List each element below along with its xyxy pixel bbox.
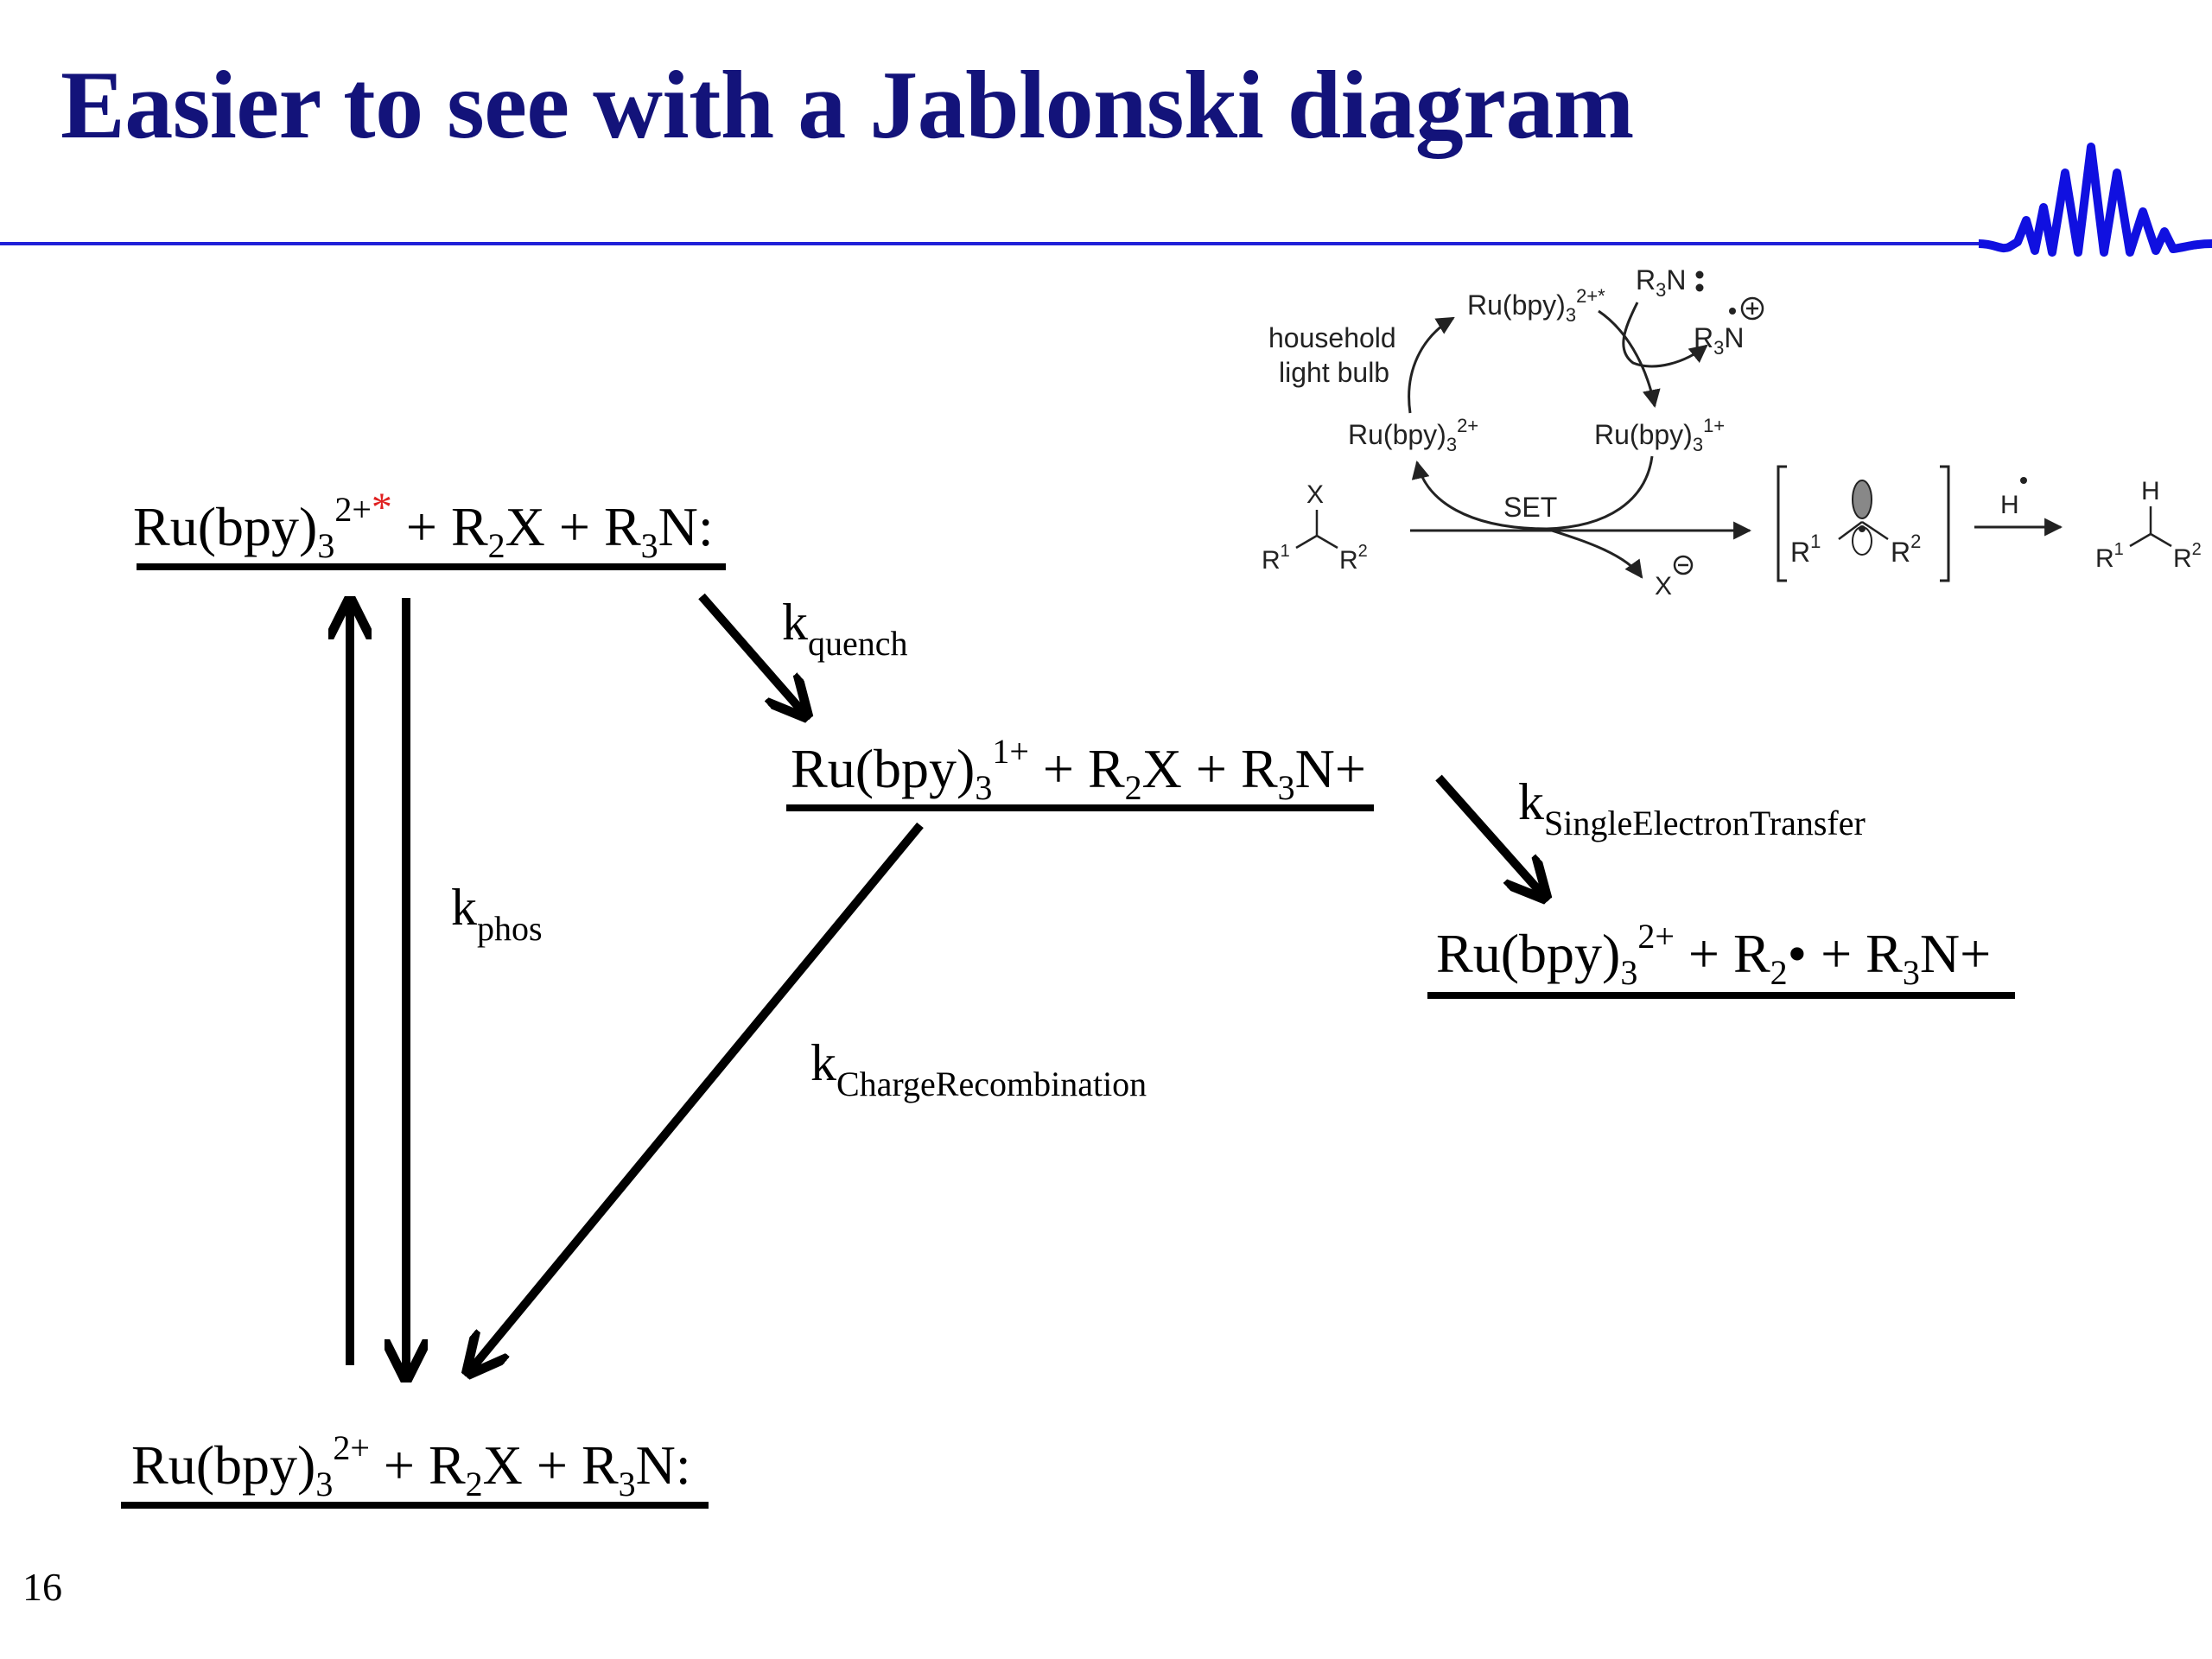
- k-set-label: kSingleElectronTransfer: [1518, 773, 1866, 842]
- inset-household: household: [1268, 322, 1396, 353]
- excited-star: *: [371, 485, 392, 531]
- set-arc-right: [1546, 455, 1654, 531]
- p-orbital-icon: [1852, 480, 1872, 519]
- inset-light-bulb: light bulb: [1279, 357, 1389, 388]
- inset-ru-ground: Ru(bpy)32+: [1348, 415, 1478, 455]
- inset-x: X: [1306, 480, 1324, 509]
- set-arc-left: [1411, 460, 1548, 531]
- inset-ru-excited: Ru(bpy)32+*: [1467, 285, 1605, 326]
- k-charge-recombination-label: kChargeRecombination: [810, 1034, 1147, 1103]
- ground-state-label: Ru(bpy)32+ + R2X + R3N:: [131, 1428, 691, 1503]
- charge-recombination-arrow: [471, 822, 924, 1370]
- page-number: 16: [22, 1565, 62, 1609]
- inset-r1: R1: [1262, 542, 1290, 575]
- inset-set-label: SET: [1503, 492, 1557, 523]
- k-quench-label: kquench: [782, 594, 908, 663]
- amine-oxidation-arc: [1598, 309, 1661, 409]
- inset-h-radical: H: [2000, 491, 2019, 519]
- k-phos-label: kphos: [451, 879, 543, 948]
- inset-r2: R2: [1339, 542, 1368, 575]
- left-bracket: [1777, 465, 1787, 582]
- quench-arrow: [698, 593, 804, 713]
- amine-lone-pair-dot: [1695, 270, 1704, 279]
- minus-charge-icon: [1673, 555, 1694, 575]
- halide-leaving-curve: [1546, 527, 1643, 579]
- slide-title: Easier to see with a Jablonski diagram: [60, 52, 1634, 159]
- photoredox-scheme-inset: Ru(bpy)32+* R3N R3N household light bulb…: [1262, 264, 2202, 601]
- reduced-state-label: Ru(bpy)31+ + R2X + R3N+: [791, 732, 1366, 807]
- amine-curve: [1622, 302, 1708, 368]
- inset-ru-reduced: Ru(bpy)31+: [1594, 415, 1725, 455]
- inset-radical-r2: R2: [1891, 531, 1921, 568]
- inset-halide-anion: X: [1655, 572, 1672, 601]
- inset-amine-radical-cation: R3N: [1694, 322, 1744, 359]
- inset-product-r2: R2: [2173, 540, 2202, 573]
- inset-product-r1: R1: [2095, 540, 2124, 573]
- excitation-arc: [1408, 316, 1455, 414]
- right-bracket: [1940, 465, 1950, 582]
- inset-h: H: [2141, 477, 2160, 505]
- plus-charge-icon: [1740, 296, 1764, 321]
- product-state-label: Ru(bpy)32+ + R2• + R3N+: [1436, 917, 1992, 992]
- amine-lone-pair-dot: [1695, 283, 1704, 292]
- wave-logo-icon: [1978, 143, 2212, 257]
- inset-amine: R3N: [1636, 264, 1686, 301]
- excited-state-label: Ru(bpy)32+* + R2X + R3N:: [133, 485, 714, 565]
- inset-radical-r1: R1: [1790, 531, 1821, 568]
- radical-dot: [1729, 308, 1736, 315]
- set-arrow: [1435, 774, 1542, 894]
